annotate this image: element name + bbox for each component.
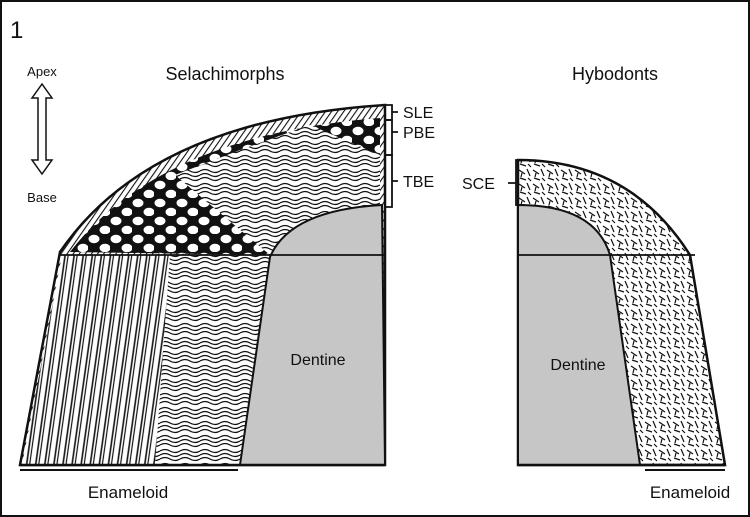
radial-bundled-layer	[22, 255, 170, 465]
base-label: Base	[27, 190, 57, 205]
apex-label: Apex	[27, 64, 57, 79]
hybodonts-title: Hybodonts	[572, 64, 658, 84]
tbe-label: TBE	[403, 174, 434, 191]
dentine-label: Dentine	[290, 352, 345, 369]
dentine-region	[238, 203, 387, 466]
selachimorph-tooth: Dentine	[18, 103, 387, 467]
pbe-label: PBE	[403, 125, 435, 142]
enameloid-label: Enameloid	[650, 483, 730, 502]
dentine-label: Dentine	[550, 357, 605, 374]
tangled-bundled-inner	[155, 255, 270, 465]
selachimorphs-title: Selachimorphs	[165, 64, 284, 84]
hybodont-tooth: Dentine	[516, 158, 727, 467]
layer-brackets	[386, 104, 398, 208]
apex-base-arrow-icon	[30, 82, 54, 176]
sle-label: SLE	[403, 105, 433, 122]
sce-label: SCE	[462, 176, 495, 193]
tangled-bundled-layer	[175, 125, 380, 255]
sce-bracket	[508, 159, 525, 206]
figure-number: 1	[10, 17, 23, 44]
dentine-region	[517, 203, 642, 466]
enameloid-label: Enameloid	[88, 483, 168, 502]
